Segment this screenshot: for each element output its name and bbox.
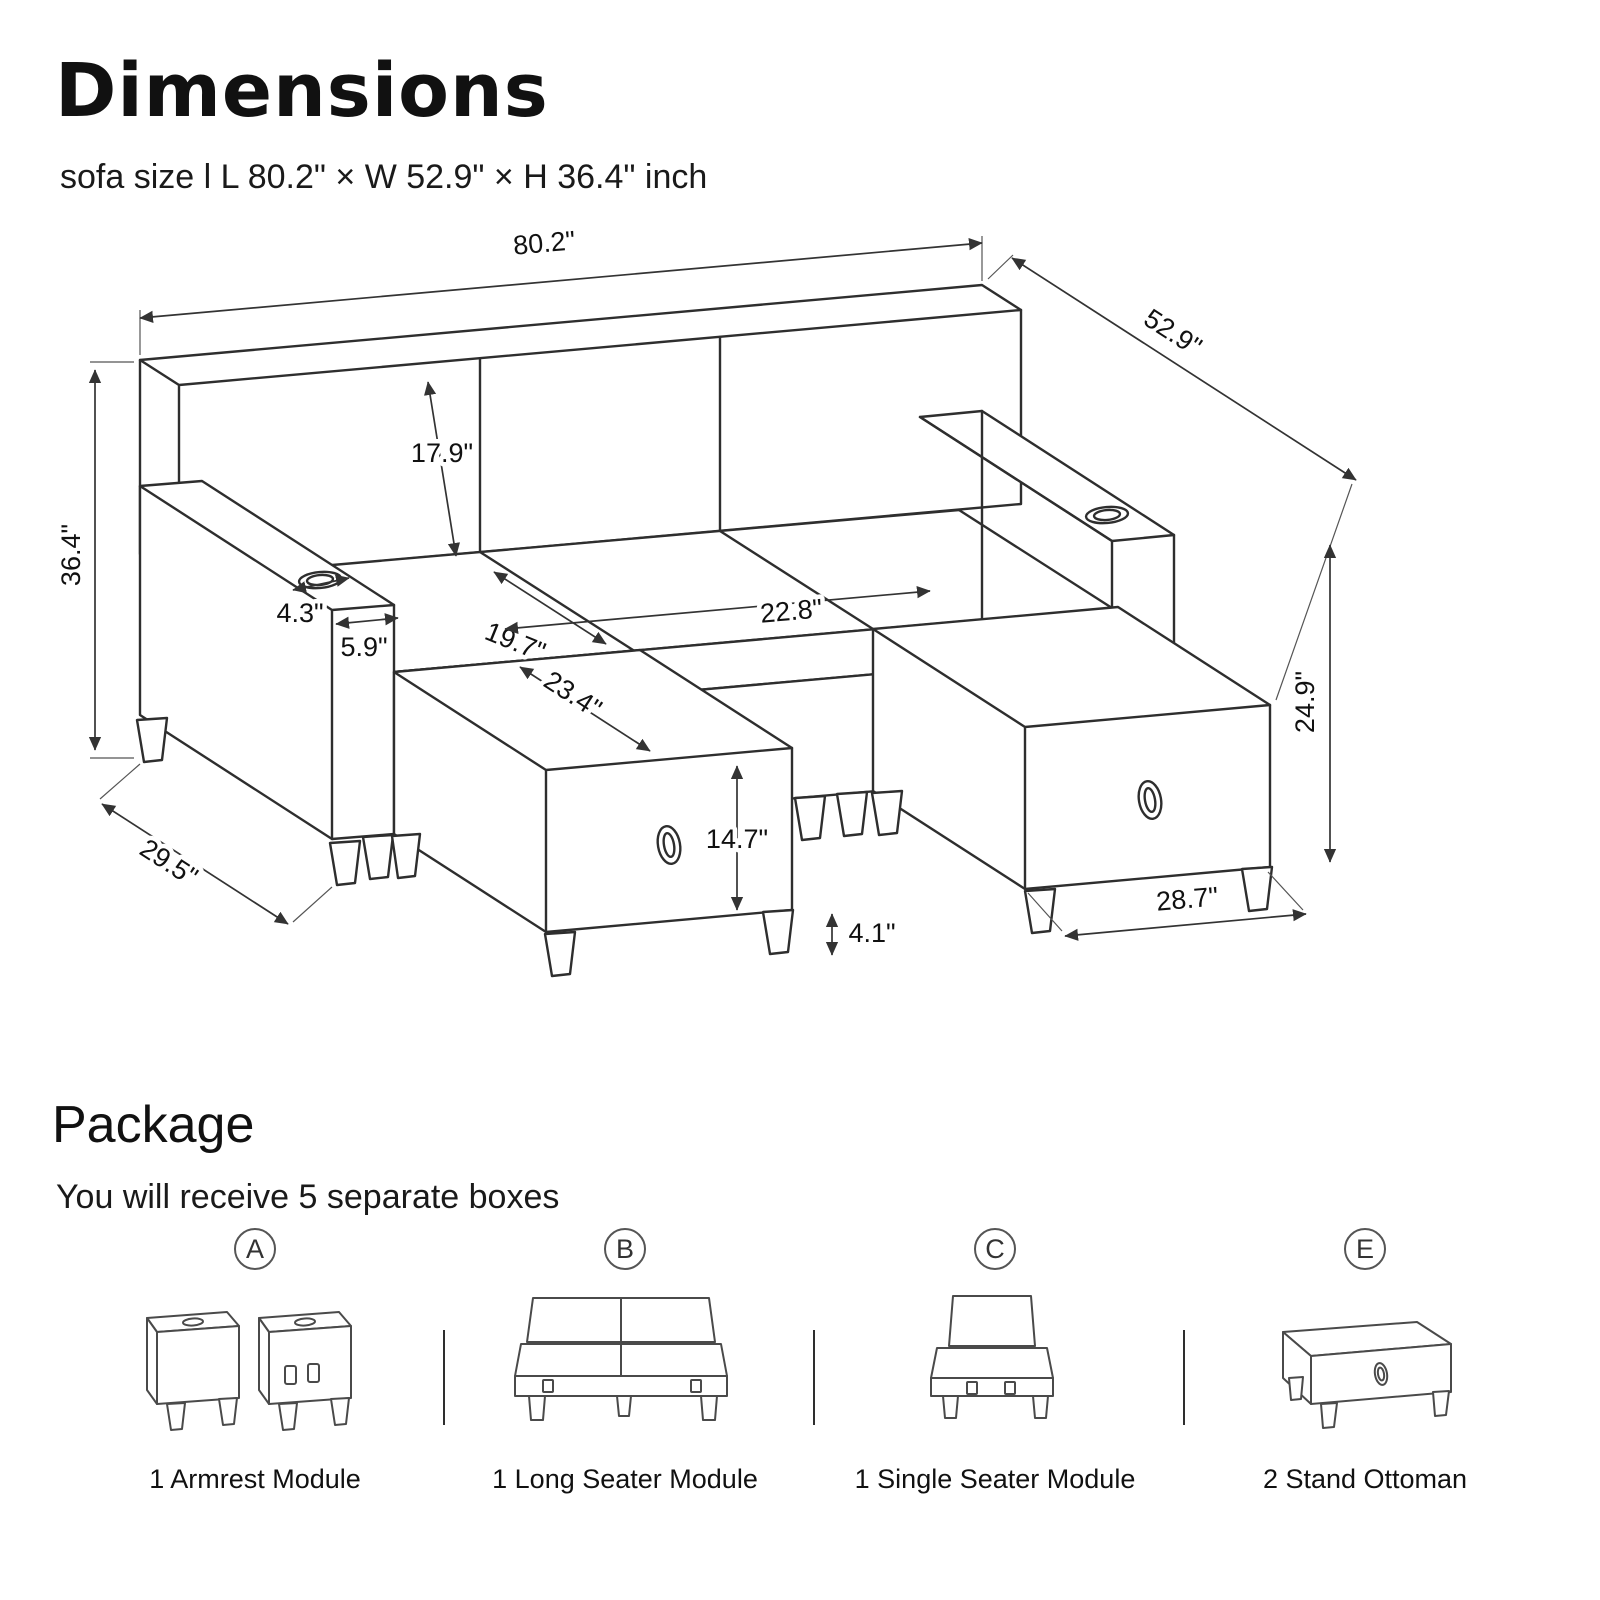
badge-b: B [604,1228,646,1270]
package-heading: Package [52,1096,255,1154]
single-seater-module-label: 1 Single Seater Module [854,1464,1136,1494]
sofa-leg [390,832,422,880]
dimension-back-height-label: 17.9" [411,438,473,468]
module-divider [813,1330,815,1425]
badge-c: C [974,1228,1016,1270]
dimension-height-label: 36.4" [56,524,86,586]
dimension-sofa-depth-label: 29.5" [135,833,203,892]
dimension-armrest-height: 24.9" [1286,544,1337,863]
dimension-length: 80.2" [139,221,983,355]
badge-e: E [1344,1228,1386,1270]
sofa-leg [1023,887,1057,935]
dimension-ottoman-height: 14.7" [701,765,773,911]
dimension-cup-holder-label: 4.3" [276,598,323,628]
sofa-leg [761,908,795,956]
dimension-leg-height: 4.1" [825,913,900,956]
left-ottoman [390,648,795,978]
module-divider [1183,1330,1185,1425]
package-description: You will receive 5 separate boxes [56,1178,560,1216]
dimension-ottoman-width-label: 28.7" [1155,881,1220,916]
badge-a: A [234,1228,276,1270]
armrest-module-illustration [146,1311,352,1431]
sofa-leg [1240,865,1274,913]
ottoman-module-illustration [1282,1321,1452,1429]
sofa-leg [793,794,827,842]
single-seater-module-illustration [930,1295,1054,1419]
dimension-armrest-width: 5.9" [335,613,399,667]
package-item-armrest: A 1 Armrest Module [70,1228,440,1495]
dimension-total-depth-label: 52.9" [1139,303,1207,362]
module-divider [443,1330,445,1425]
package-item-single-seater: C 1 Single Seater Module [810,1228,1180,1495]
sofa-leg [870,789,904,837]
dimension-back-height: 17.9" [406,381,478,557]
sofa-leg [543,930,577,978]
storage-handle-right [1137,779,1163,821]
long-seater-module-label: 1 Long Seater Module [492,1464,758,1494]
dimension-armrest-height-label: 24.9" [1290,671,1320,733]
dimension-leg-height-label: 4.1" [848,918,895,948]
cup-holder-right [1084,505,1130,525]
dimension-length-label: 80.2" [512,225,577,260]
sofa-leg [328,839,362,887]
dimension-armrest-width-label: 5.9" [340,632,387,662]
page-title: Dimensions [55,48,549,134]
dimension-height: 36.4" [52,361,134,759]
sofa-leg [135,716,169,764]
dimension-ottoman-height-label: 14.7" [706,824,768,854]
right-ottoman [870,605,1274,935]
sofa-illustration [135,283,1274,978]
package-item-ottoman: E 2 Stand Ottoman [1180,1228,1550,1495]
sofa-dimension-diagram: 80.2" 52.9" 36.4" 17.9" 4.3" [52,221,1357,978]
ottoman-module-label: 2 Stand Ottoman [1262,1464,1468,1494]
dimension-cup-holder: 4.3" [272,574,350,633]
sofa-base-legs [793,790,869,842]
sofa-size-subtitle: sofa size l L 80.2" × W 52.9" × H 36.4" … [60,158,708,196]
package-item-long-seater: B 1 Long Seater Module [440,1228,810,1495]
long-seater-module-illustration [514,1297,728,1421]
storage-handle-left [656,824,682,866]
sofa-leg [835,790,869,838]
dimension-seat-width-label: 22.8" [759,593,824,628]
armrest-module-label: 1 Armrest Module [149,1464,361,1494]
sofa-leg [361,833,395,881]
